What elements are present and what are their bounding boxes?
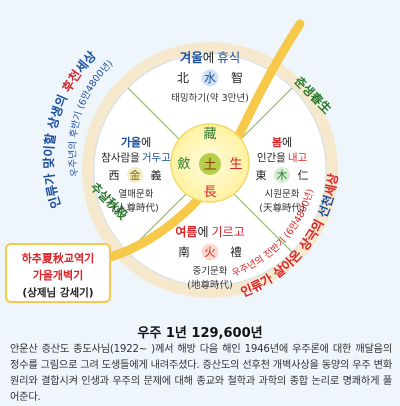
top-arc-prefix: 인류가 맞이할 상생의: [41, 88, 72, 210]
winter-main: 겨울: [180, 50, 204, 65]
autumn-hanja-direction: 西: [109, 169, 120, 182]
winter-desc: 태밍하기(약 3만년): [171, 92, 249, 104]
spring-desc-1: 시원문화: [265, 189, 300, 200]
autumn-desc-1: 열매문화: [119, 189, 154, 200]
center-hanja-middle: 土: [203, 158, 216, 173]
spring-hanja-row: 東 木 仁: [256, 167, 309, 183]
spring-particle: 에: [282, 136, 292, 149]
summer-hanja-virtue: 禮: [230, 245, 242, 259]
spring-element-badge: [274, 167, 290, 183]
summer-hanja-direction: 南: [178, 245, 190, 259]
caption-title: 우주 1년 129,600년: [137, 326, 263, 341]
summer-action: 기르고: [212, 225, 245, 239]
summer-desc-2: (地尊時代): [187, 279, 232, 291]
winter-hanja-direction: 北: [177, 71, 189, 85]
autumn-desc-2: (人尊時代): [113, 202, 158, 214]
spring-desc-2: (天尊時代): [259, 202, 304, 214]
callout-line-1: 하추夏秋교역기: [22, 251, 95, 265]
right-arc-highlight: 선천: [315, 193, 337, 219]
autumn-particle: 에: [141, 136, 151, 149]
spring-main: 봄: [272, 135, 282, 149]
autumn-main: 가을: [121, 135, 141, 149]
winter-hanja-row: 北 水 智: [177, 69, 243, 87]
autumn-hanja-element: 金: [130, 168, 141, 182]
winter-action: 휴식: [217, 50, 240, 65]
right-arc-suffix: 세상: [322, 172, 341, 198]
summer-hanja-row: 南 火 禮: [178, 243, 242, 261]
autumn-hanja-row: 西 金 義: [109, 167, 162, 183]
autumn-element-badge: [127, 167, 143, 183]
summer-element-badge: [201, 243, 219, 261]
winter-hanja-virtue: 智: [231, 70, 243, 85]
callout-line-3: (상제님 강세기): [22, 286, 93, 299]
callout-line-2: 가을개벽기: [33, 268, 84, 282]
spring-hanja-element: 木: [277, 169, 288, 182]
callout-box: [5, 243, 111, 303]
summer-title: 여름에 기르고: [175, 224, 244, 239]
winter-particle: 에: [203, 50, 215, 65]
summer-particle: 에: [197, 225, 208, 239]
autumn-prefix: 참사람을: [101, 151, 140, 164]
center-hanja-bottom: 長: [203, 185, 216, 200]
autumn-action: 거두고: [142, 152, 171, 164]
center-hanja-top: 藏: [203, 127, 216, 142]
spring-hanja-virtue: 仁: [298, 169, 309, 182]
spring-prefix: 인간을: [257, 152, 286, 164]
cosmic-year-diagram: 인류가 맞이할 상생의 후천세상 우주년의 후반기 (6만4800년) 인류가 …: [5, 19, 341, 303]
center-hanja-right: 生: [229, 157, 242, 172]
center-hanja-left: 斂: [177, 156, 190, 172]
winter-element-badge: [201, 69, 219, 87]
summer-hanja-element: 火: [204, 245, 216, 259]
summer-main: 여름: [175, 224, 197, 239]
center-hanja: 藏 斂 土 生 長: [177, 127, 242, 200]
autumn-hanja-virtue: 義: [151, 168, 162, 182]
autumn-title: 가을에: [121, 135, 151, 149]
caption-body: 안운산 증산도 종도사님(1922~ )께서 해방 다음 해인 1946년에 우…: [10, 344, 392, 403]
center-earth-badge: [199, 153, 221, 175]
winter-hanja-element: 水: [204, 71, 216, 85]
summer-desc-1: 중기문화: [193, 266, 228, 277]
spring-title: 봄에: [272, 135, 292, 149]
spring-hanja-direction: 東: [256, 169, 267, 182]
spring-action: 내고: [288, 152, 308, 164]
